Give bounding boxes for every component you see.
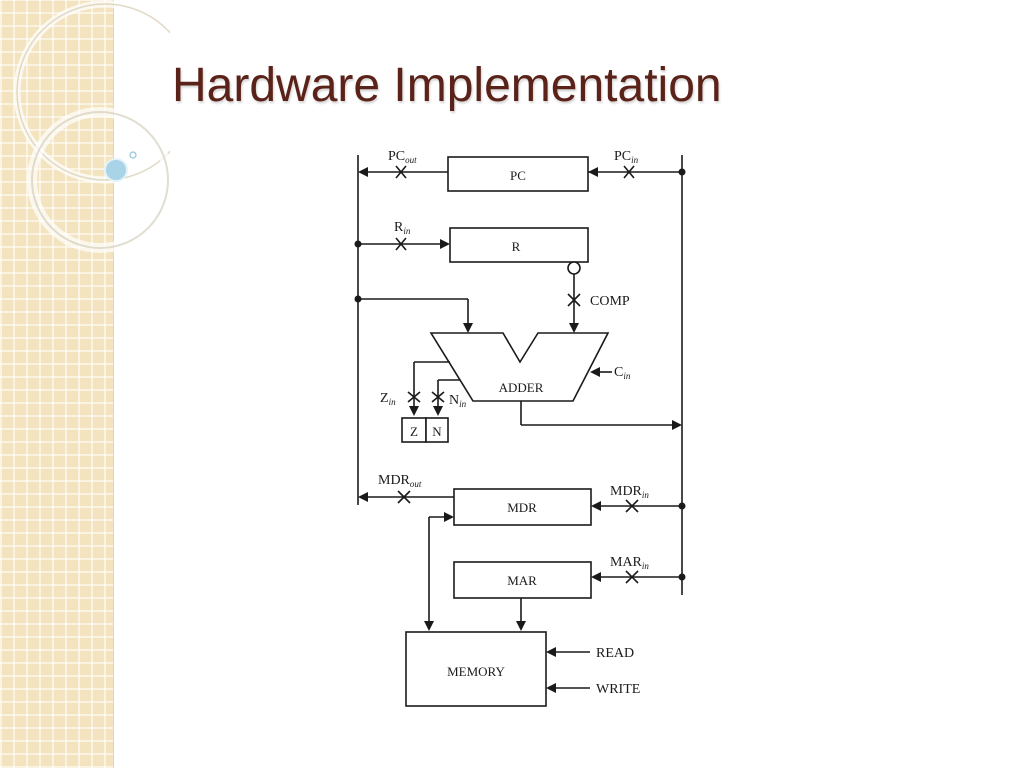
mar-in-gate-icon bbox=[625, 570, 639, 584]
mdr-out-gate-icon bbox=[397, 490, 411, 504]
n-in-gate-icon bbox=[431, 391, 445, 403]
memory-unit bbox=[405, 631, 547, 707]
mdr-in-signal: MDRin bbox=[610, 484, 649, 500]
decorative-rings bbox=[13, 0, 170, 253]
n-flag-label: N bbox=[432, 424, 442, 439]
mar-register bbox=[453, 561, 592, 599]
n-in-signal: Nin bbox=[449, 393, 467, 409]
mar-in-signal: MARin bbox=[610, 555, 649, 571]
pc-in-signal: PCin bbox=[614, 149, 639, 165]
r-register bbox=[449, 227, 589, 263]
mdr-register bbox=[453, 488, 592, 526]
memory-label: MEMORY bbox=[447, 664, 505, 679]
mdr-out-signal: MDRout bbox=[378, 473, 422, 489]
mdr-label: MDR bbox=[507, 500, 537, 515]
z-flag-label: Z bbox=[410, 424, 418, 439]
comp-signal: COMP bbox=[590, 294, 630, 309]
adder-label: ADDER bbox=[499, 380, 544, 395]
blue-dot-icon bbox=[104, 158, 128, 182]
pc-register bbox=[447, 156, 589, 192]
pc-in-gate-icon bbox=[623, 165, 635, 179]
small-dot-icon bbox=[129, 151, 137, 159]
n-flag bbox=[425, 417, 449, 443]
pc-out-gate-icon bbox=[395, 165, 407, 179]
r-in-signal: Rin bbox=[394, 220, 411, 236]
mdr-in-gate-icon bbox=[625, 499, 639, 513]
mar-label: MAR bbox=[507, 573, 537, 588]
slide-title: Hardware Implementation bbox=[172, 59, 722, 112]
z-in-gate-icon bbox=[407, 391, 421, 403]
complement-circle-icon bbox=[567, 261, 581, 275]
r-label: R bbox=[512, 239, 521, 254]
comp-gate-icon bbox=[567, 293, 581, 307]
z-flag bbox=[401, 417, 427, 443]
write-signal: WRITE bbox=[596, 682, 640, 697]
read-signal: READ bbox=[596, 646, 634, 661]
adder-unit bbox=[429, 332, 610, 402]
r-in-gate-icon bbox=[395, 237, 407, 251]
pc-label: PC bbox=[510, 168, 526, 183]
pc-out-signal: PCout bbox=[388, 149, 417, 165]
c-in-signal: Cin bbox=[614, 365, 631, 381]
z-in-signal: Zin bbox=[380, 391, 396, 407]
